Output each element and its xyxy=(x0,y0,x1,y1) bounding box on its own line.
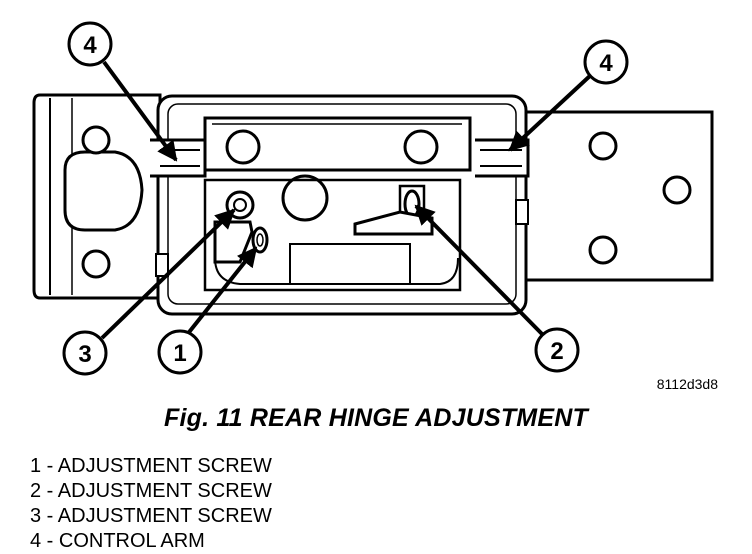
svg-text:4: 4 xyxy=(599,50,613,77)
callout-4-left: 4 xyxy=(67,21,113,67)
svg-text:4: 4 xyxy=(83,32,97,59)
svg-text:2: 2 xyxy=(550,338,563,365)
leader-lines xyxy=(100,60,594,340)
left-mounting-plate xyxy=(32,93,162,300)
legend-item: 1 - ADJUSTMENT SCREW xyxy=(30,455,272,477)
legend-item: 3 - ADJUSTMENT SCREW xyxy=(30,505,272,527)
legend-item: 4 - CONTROL ARM xyxy=(30,530,205,552)
figure-caption: Fig. 11 REAR HINGE ADJUSTMENT xyxy=(164,404,588,432)
callout-3: 3 xyxy=(62,330,108,376)
callout-2: 2 xyxy=(534,327,580,373)
svg-text:1: 1 xyxy=(173,340,186,367)
callout-4-right: 4 xyxy=(583,39,629,85)
hinge-body xyxy=(150,94,530,316)
legend-item: 2 - ADJUSTMENT SCREW xyxy=(30,480,272,502)
svg-text:3: 3 xyxy=(78,341,91,368)
callout-1: 1 xyxy=(157,329,203,375)
hinge-diagram: 4 4 3 1 2 8112d3d8 xyxy=(32,21,718,392)
legend: 1 - ADJUSTMENT SCREW 2 - ADJUSTMENT SCRE… xyxy=(30,454,272,554)
right-mounting-plate xyxy=(518,110,714,282)
image-code: 8112d3d8 xyxy=(657,376,718,392)
